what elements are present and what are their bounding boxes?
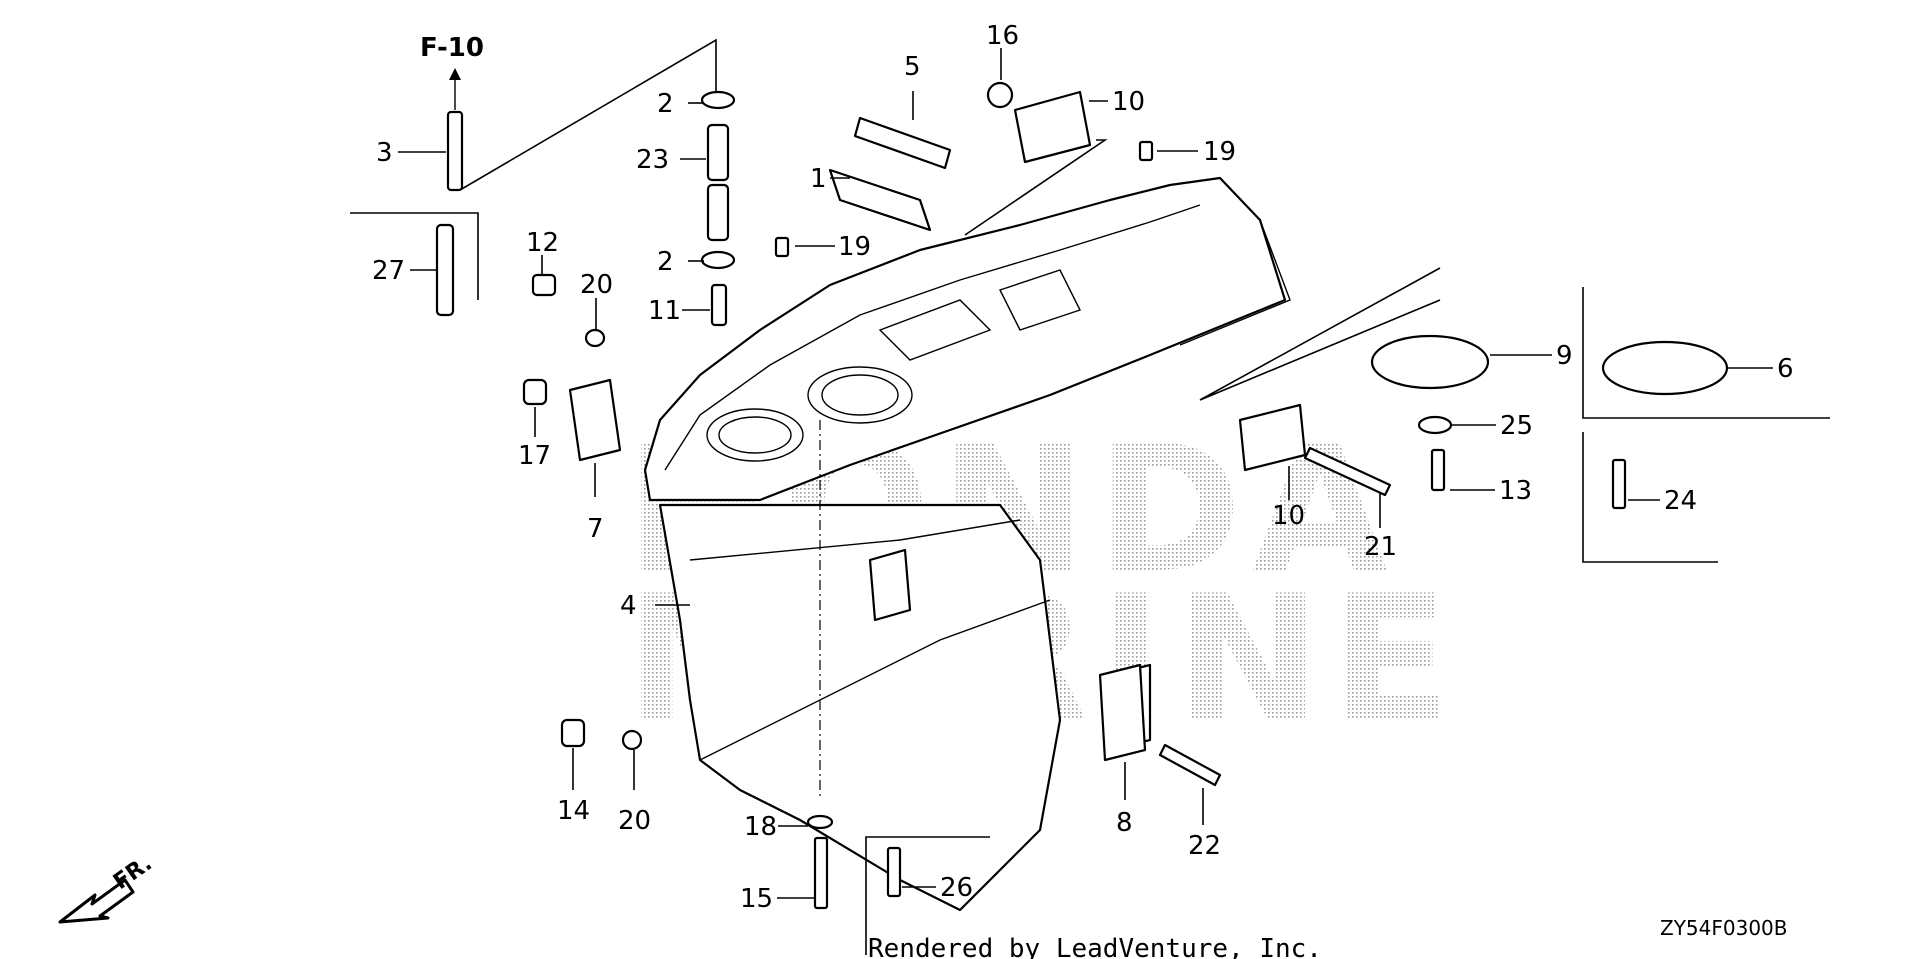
part-21-bolt: [1303, 446, 1392, 497]
part-13-bolt: [1430, 448, 1446, 492]
part-22-bolt: [1158, 743, 1222, 787]
callout-7: 7: [587, 514, 604, 544]
bracket-10: [964, 139, 1108, 236]
bracket-6: [1582, 287, 1830, 419]
part-18-washer: [806, 814, 834, 830]
bracket-26: [865, 836, 990, 955]
callout-24: 24: [1664, 486, 1697, 516]
callout-10-top: 10: [1112, 87, 1145, 117]
callout-8: 8: [1116, 808, 1133, 838]
callout-19-right: 19: [1203, 137, 1236, 167]
part-20-washer-lower: [621, 729, 643, 751]
part-11-fitting: [710, 283, 728, 327]
part-12-bolt: [531, 273, 557, 297]
callout-4: 4: [620, 591, 637, 621]
bracket-hose: [459, 38, 717, 191]
callout-20-lower: 20: [618, 806, 651, 836]
callout-2-upper: 2: [657, 89, 674, 119]
callout-19-left: 19: [838, 232, 871, 262]
leader-lines: [398, 48, 1773, 899]
part-10-anode-side: [1238, 403, 1307, 472]
part-24-bolt: [1611, 458, 1627, 510]
part-5-seal: [853, 116, 952, 170]
callout-13: 13: [1499, 476, 1532, 506]
callout-21: 21: [1364, 532, 1397, 562]
part-8-cover: [1098, 663, 1147, 762]
part-14-bolt: [560, 718, 586, 748]
part-20-washer-upper: [584, 328, 606, 348]
callout-3: 3: [376, 138, 393, 168]
part-19-dowel-left: [774, 236, 790, 258]
reference-label: F-10: [420, 33, 484, 63]
part-19-dowel-right: [1138, 140, 1154, 162]
part-16-nut: [986, 81, 1014, 109]
part-2-clamp-upper: [700, 90, 736, 110]
bracket-27: [350, 212, 479, 300]
callout-22: 22: [1188, 831, 1221, 861]
callout-9: 9: [1556, 341, 1573, 371]
callout-11: 11: [648, 296, 681, 326]
part-2-clamp-lower: [700, 250, 736, 270]
part-26-bolt: [886, 846, 902, 898]
drawing-code: ZY54F0300B: [1660, 916, 1788, 940]
bracket-9: [1199, 267, 1441, 401]
part-10-anode-top: [1013, 90, 1092, 164]
callout-18: 18: [744, 812, 777, 842]
callout-20-upper: 20: [580, 270, 613, 300]
credit-text: Rendered by LeadVenture, Inc.: [868, 934, 1322, 959]
callout-10-side: 10: [1272, 501, 1305, 531]
callout-26: 26: [940, 873, 973, 903]
callout-5: 5: [904, 52, 921, 82]
part-9-trim-tab: [1370, 334, 1490, 390]
callout-2-lower: 2: [657, 247, 674, 277]
part-7-cover: [568, 378, 622, 462]
part-23-hose: [706, 123, 730, 242]
part-27-hose-fitting: [435, 223, 455, 317]
callout-25: 25: [1500, 411, 1533, 441]
callout-1: 1: [810, 164, 827, 194]
bracket-24: [1582, 432, 1718, 563]
callout-14: 14: [557, 796, 590, 826]
callout-6: 6: [1777, 354, 1794, 384]
part-17-nut: [522, 378, 548, 406]
callout-16: 16: [986, 21, 1019, 51]
part-25-washer: [1417, 415, 1453, 435]
callout-15: 15: [740, 884, 773, 914]
part-1-seal: [828, 168, 932, 232]
front-direction-arrow: FR.: [58, 851, 157, 924]
part-3-stud: [446, 68, 464, 192]
callout-27: 27: [372, 256, 405, 286]
callout-12: 12: [526, 228, 559, 258]
callout-23: 23: [636, 145, 669, 175]
part-15-bolt: [813, 836, 829, 910]
callout-labels: 2 23 2 3 27 1 5 16 10 19 19 11 12 20 17 …: [372, 21, 1794, 914]
callout-17: 17: [518, 441, 551, 471]
part-6-trim-tab: [1601, 340, 1729, 396]
